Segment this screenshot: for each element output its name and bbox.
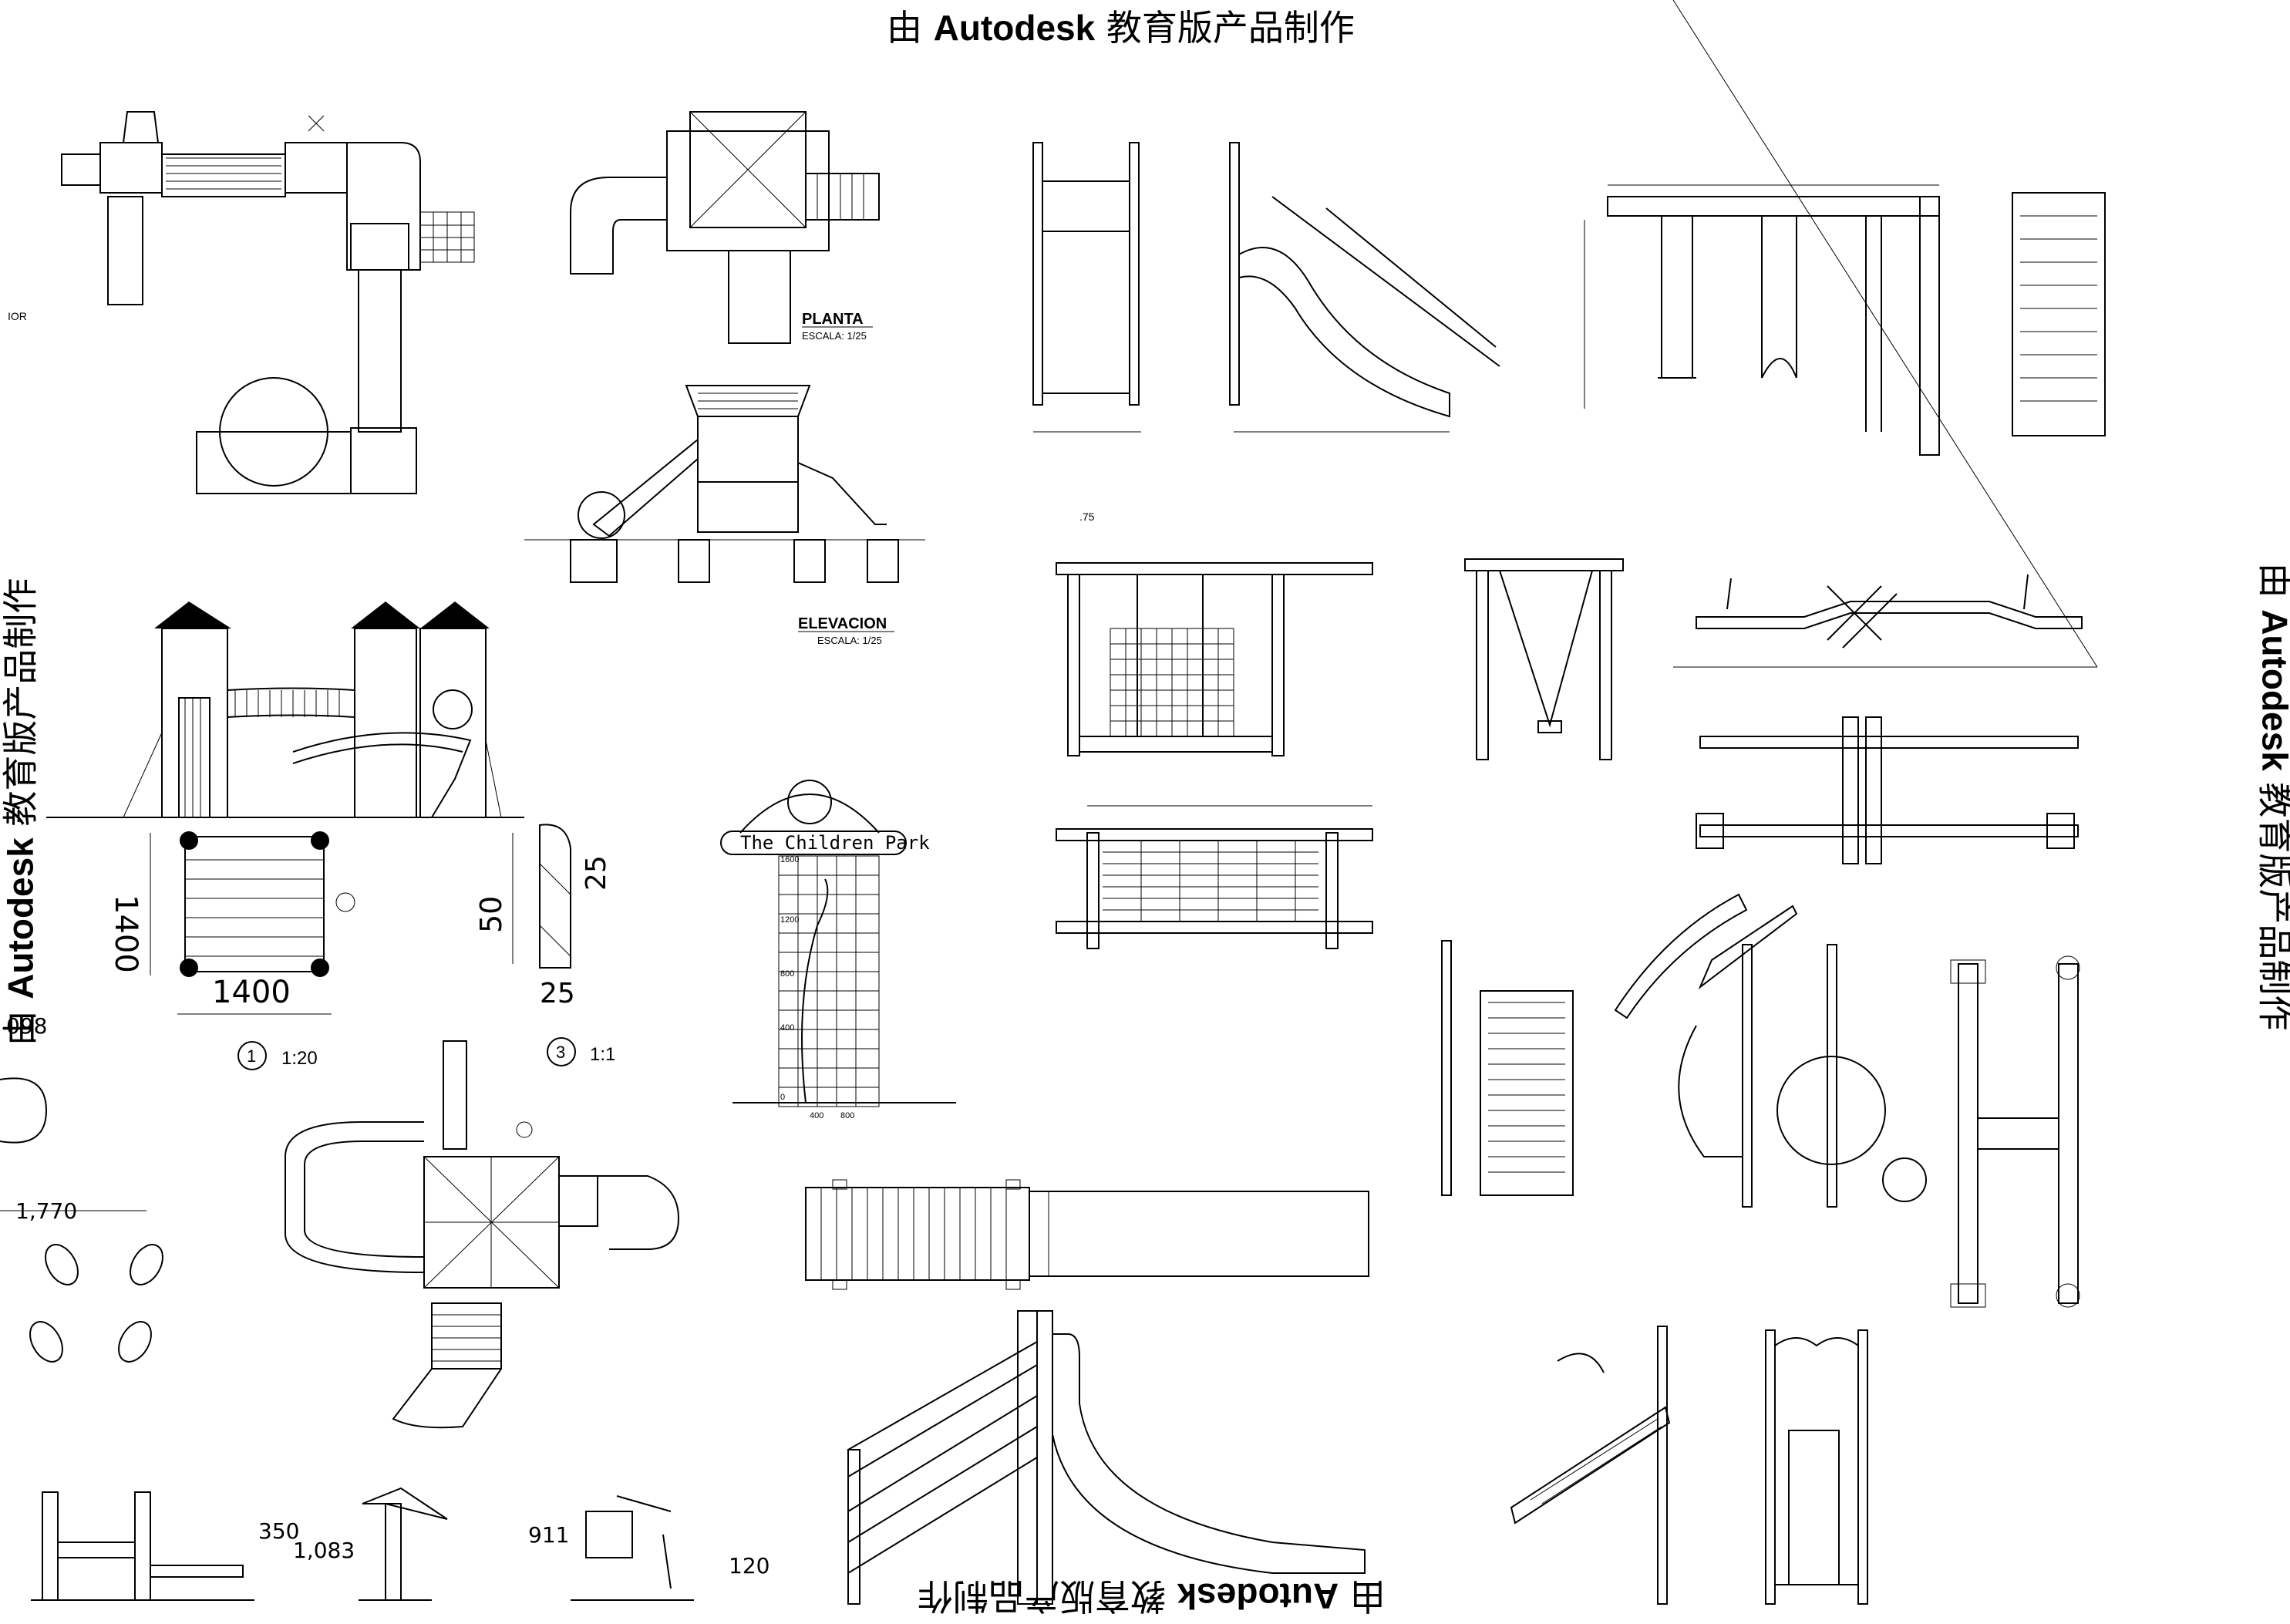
detail-3: 50 25 25 3 1:1	[474, 824, 615, 1066]
grid-label-800: 800	[780, 969, 794, 979]
dim-1083: 1,083	[293, 1538, 355, 1563]
big-slide-elevation	[847, 1310, 1366, 1605]
dim-1400-horizontal: 1400	[212, 975, 291, 1010]
detail-3-scale: 1:1	[590, 1044, 615, 1065]
seesaw-elevation	[1672, 0, 2098, 864]
detail-3-number: 3	[556, 1043, 565, 1062]
elevacion-title: ELEVACION	[798, 615, 887, 632]
grid-label-x800: 800	[840, 1111, 854, 1120]
ladder-and-curved-parts	[1441, 893, 1927, 1208]
slide-elevation-bottom-right	[1510, 1326, 1868, 1605]
left-edge-parts: 098 1,770	[0, 1013, 163, 1363]
planta-scale: ESCALA: 1/25	[802, 330, 867, 342]
towers-elevation-view	[46, 601, 524, 818]
dim-911: 911	[528, 1522, 569, 1548]
watermark-brand: Autodesk	[933, 8, 1096, 48]
climbing-net-frames	[1056, 562, 1373, 949]
seesaw-plan-vertical	[1950, 955, 2080, 1308]
grid-label-0: 0	[780, 1093, 785, 1102]
swing-set-elevation	[1584, 184, 2106, 456]
detail-1-scale: 1:20	[281, 1048, 318, 1069]
children-park-sign: The Children Park 1600 1200 800 400 0 40…	[720, 780, 956, 1120]
fitness-equipment-elevations: 350 1,083 911 120	[31, 1487, 770, 1601]
dim-120: 120	[729, 1553, 770, 1579]
playground-plan-topleft: IOR	[8, 111, 475, 494]
single-swing-frame	[1464, 558, 1624, 760]
dim-1400-vertical: 1400	[108, 895, 143, 973]
planta-title: PLANTA	[802, 311, 864, 328]
grid-label-400: 400	[780, 1023, 794, 1033]
grid-label-1200: 1200	[780, 915, 799, 925]
playground-plan-center	[285, 1040, 680, 1429]
label-or: IOR	[8, 310, 27, 322]
watermark-suffix: 教育版产品制作	[1106, 7, 1355, 49]
dim-098: 098	[6, 1013, 47, 1039]
grid-label-1600: 1600	[780, 855, 799, 864]
dim-25-a: 25	[581, 855, 612, 891]
grid-label-x400: 400	[810, 1111, 823, 1120]
elevacion-scale: ESCALA: 1/25	[817, 635, 882, 646]
detail-1-number: 1	[247, 1046, 256, 1066]
dim-25-b: 25	[540, 978, 575, 1009]
watermark-top: 由 Autodesk 教育版产品制作	[887, 0, 1355, 51]
detail-1-platform: 1400 1400 1 1:20	[108, 831, 355, 1070]
dim-50: 50	[474, 896, 508, 933]
slide-elevations-top	[1032, 142, 1500, 433]
sign-text: The Children Park	[740, 832, 930, 854]
planta-plan-view: PLANTA ESCALA: 1/25	[570, 111, 880, 344]
elevacion-elevation-view: .75 ELEVACION ESCALA: 1/25	[524, 385, 1095, 646]
slide-plan-bottom-center	[805, 1179, 1369, 1290]
watermark-prefix: 由	[887, 7, 922, 49]
dim-75: .75	[1079, 510, 1095, 523]
dim-350: 350	[258, 1518, 299, 1544]
